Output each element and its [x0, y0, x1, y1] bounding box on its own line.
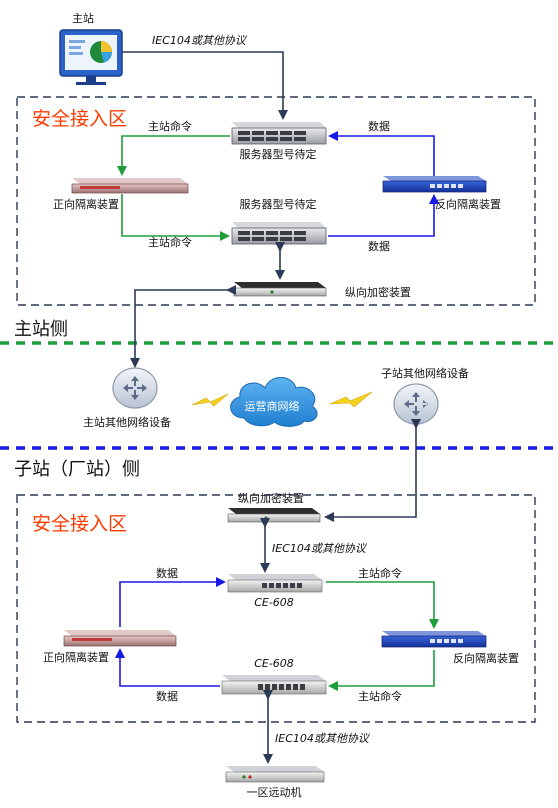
reverse-isolation-top-label: 反向隔离装置	[435, 197, 501, 211]
edge-data-2	[328, 194, 439, 237]
ce608-bottom-label: CE-608	[254, 657, 294, 670]
forward-isolation-top-icon	[71, 178, 189, 194]
server-mid-label: 服务器型号待定	[240, 197, 317, 211]
edge-master-cmd-2-label: 主站命令	[148, 235, 192, 249]
rtu-icon	[225, 766, 325, 783]
edge-data-3	[119, 577, 226, 627]
bottom-zone-title: 安全接入区	[32, 513, 127, 535]
edge-data-1-label: 数据	[368, 119, 390, 133]
edge-iec-top	[122, 51, 288, 120]
forward-isolation-top-label: 正向隔离装置	[53, 197, 119, 211]
edge-data-1	[328, 131, 435, 176]
edge-master-cmd-1	[117, 135, 230, 176]
master-side-label: 主站侧	[14, 319, 68, 340]
edge-data-4	[115, 648, 220, 687]
edge-encrypt-master-net	[130, 285, 236, 368]
vertical-encrypt-bottom-icon	[227, 508, 321, 523]
edge-master-cmd-1-label: 主站命令	[148, 119, 192, 133]
vertical-encrypt-top-icon	[233, 282, 327, 297]
edge-data-2-label: 数据	[368, 239, 390, 253]
rtu-label: 一区远动机	[247, 785, 302, 799]
edge-master-cmd-4	[328, 650, 435, 691]
sub-side-label: 子站（厂站）侧	[14, 459, 140, 480]
operator-network-label: 运营商网络	[245, 399, 300, 413]
ce608-top-label: CE-608	[254, 596, 294, 609]
edge-iec-top-label: IEC104或其他协议	[152, 34, 248, 47]
sub-net-device-icon	[393, 383, 439, 425]
edge-iec-bottom-label: IEC104或其他协议	[275, 732, 371, 745]
edge-data-3-label: 数据	[156, 566, 178, 580]
edge-master-cmd-2	[121, 194, 230, 241]
edge-master-cmd-3-label: 主站命令	[358, 566, 402, 580]
reverse-isolation-bottom-label: 反向隔离装置	[453, 651, 519, 665]
edge-subnet-encrypt-bottom	[324, 419, 421, 522]
forward-isolation-bottom-icon	[63, 630, 177, 647]
lightning-left-icon	[191, 393, 229, 407]
edge-data-4-label: 数据	[156, 689, 178, 703]
master-station-icon	[59, 29, 123, 85]
reverse-isolation-bottom-icon	[381, 631, 487, 648]
bottom-security-zone	[16, 494, 536, 723]
edge-master-cmd-3	[326, 581, 439, 629]
operator-network-icon	[230, 377, 318, 427]
edge-iec-mid-label: IEC104或其他协议	[272, 542, 368, 555]
master-net-device-label: 主站其他网络设备	[83, 415, 171, 429]
reverse-isolation-top-icon	[382, 176, 487, 193]
ce608-bottom-icon	[221, 675, 327, 695]
vertical-encrypt-top-label: 纵向加密装置	[345, 285, 411, 299]
master-net-device-icon	[112, 367, 158, 409]
ce608-top-icon	[227, 574, 323, 593]
top-zone-title: 安全接入区	[32, 108, 127, 130]
master-station-label: 主站	[72, 11, 94, 25]
server-top-icon	[231, 122, 327, 145]
forward-isolation-bottom-label: 正向隔离装置	[43, 650, 109, 664]
server-top-label: 服务器型号待定	[240, 147, 317, 161]
lightning-right-icon	[329, 391, 373, 408]
server-mid-icon	[231, 222, 327, 245]
sub-net-device-label: 子站其他网络设备	[381, 366, 469, 380]
edge-master-cmd-4-label: 主站命令	[358, 689, 402, 703]
vertical-encrypt-bottom-label: 纵向加密装置	[238, 491, 304, 505]
